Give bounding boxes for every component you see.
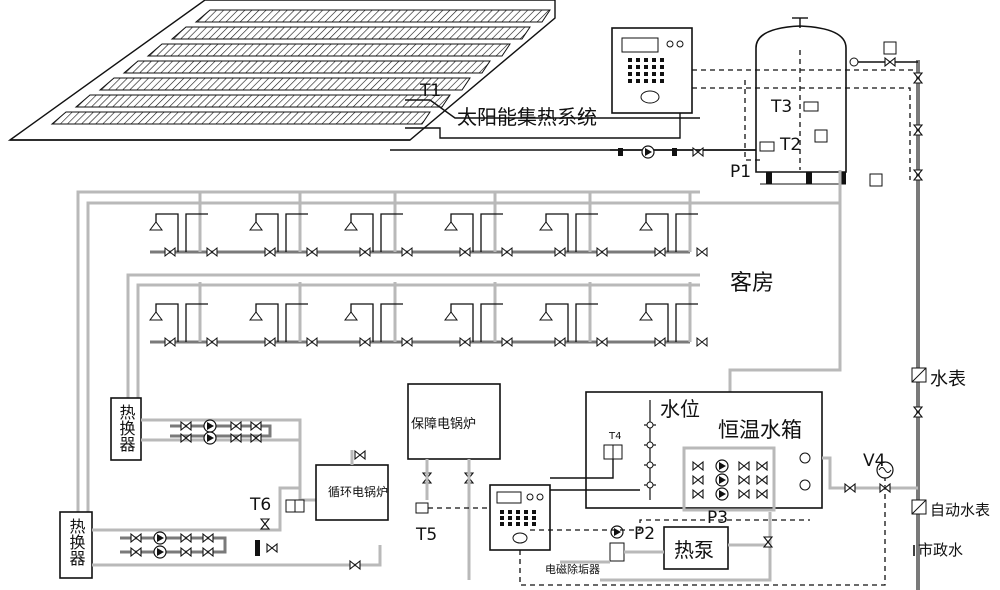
keypad-key (500, 522, 504, 526)
label-descaler: 电磁除垢器 (545, 562, 600, 576)
keypad-key (508, 510, 512, 514)
shower-unit (639, 282, 708, 348)
guest-room-distribution (76, 190, 708, 520)
pump-group-p3 (682, 446, 776, 512)
solar-panel-strip (50, 111, 431, 125)
keypad-key (660, 79, 664, 83)
sensor-t5 (415, 502, 490, 514)
label-t6: T6 (249, 495, 271, 515)
solar-panel-strip (98, 77, 471, 91)
backup-boiler (407, 383, 501, 580)
keypad-key (532, 522, 536, 526)
keypad-key (636, 72, 640, 76)
keypad-key (652, 79, 656, 83)
label-p1: P1 (730, 162, 751, 182)
keypad-key (532, 516, 536, 520)
label-v4: V4 (863, 451, 885, 471)
keypad-key (660, 65, 664, 69)
solar-panel-strip (74, 94, 451, 108)
shower-unit (539, 192, 608, 258)
keypad-key (532, 510, 536, 514)
keypad-key (644, 79, 648, 83)
keypad-key (636, 65, 640, 69)
keypad-key (524, 522, 528, 526)
lower-pump-group (92, 486, 382, 570)
label-constant-temp-tank: 恒温水箱 (718, 418, 802, 442)
keypad-key (628, 72, 632, 76)
label-water-meter: 水表 (930, 369, 966, 390)
shower-unit (444, 282, 513, 348)
system-controller (489, 484, 551, 551)
keypad-key (652, 65, 656, 69)
keypad-key (628, 79, 632, 83)
heat-pump (600, 512, 773, 582)
solar-collector-array (7, 0, 556, 141)
keypad-key (516, 522, 520, 526)
keypad-key (628, 58, 632, 62)
keypad-key (652, 58, 656, 62)
shower-unit (639, 192, 708, 258)
label-heat-pump: 热泵 (674, 538, 714, 562)
label-p3: P3 (707, 508, 728, 528)
shower-unit (344, 282, 413, 348)
solar-loop-pipes (390, 99, 760, 159)
keypad-key (644, 65, 648, 69)
solar-panel-strip (122, 60, 491, 74)
valve-v4 (822, 456, 918, 493)
heat-exchanger-lower: 热换器 (59, 511, 93, 579)
keypad-key (660, 72, 664, 76)
heat-exchanger-upper: 热换器 (110, 397, 142, 461)
keypad-key (524, 516, 528, 520)
label-t2: T2 (779, 135, 801, 155)
pump-p2 (560, 525, 664, 564)
constant-temperature-tank (550, 391, 823, 509)
solar-controller (611, 27, 693, 114)
label-p2: P2 (634, 524, 655, 544)
keypad-key (500, 516, 504, 520)
keypad-key (516, 510, 520, 514)
keypad-key (524, 510, 528, 514)
keypad-key (644, 72, 648, 76)
circulation-boiler (315, 450, 389, 521)
label-municipal-water: 市政水 (918, 541, 963, 559)
label-t5: T5 (415, 525, 437, 545)
label-t4: T4 (608, 431, 621, 442)
shower-unit (539, 282, 608, 348)
solar-panel-strip (170, 26, 531, 40)
shower-unit (149, 282, 218, 348)
cold-water-riser (858, 41, 927, 590)
keypad-key (644, 58, 648, 62)
label-t3: T3 (770, 97, 792, 117)
keypad-key (636, 79, 640, 83)
keypad-key (636, 58, 640, 62)
keypad-key (516, 516, 520, 520)
shower-unit (344, 192, 413, 258)
label-circulation-boiler: 循环电锅炉 (328, 484, 388, 499)
shower-unit (249, 282, 318, 348)
label-backup-boiler: 保障电锅炉 (411, 416, 476, 432)
keypad-key (628, 65, 632, 69)
label-t1: T1 (419, 81, 441, 101)
label-auto-water-meter: 自动水表 (930, 501, 990, 519)
keypad-key (500, 510, 504, 514)
shower-unit (444, 192, 513, 258)
label-solar-system: 太阳能集热系统 (457, 105, 597, 129)
solar-panel-strip (146, 43, 511, 57)
keypad-key (508, 522, 512, 526)
heat-exchanger-lower-label: 热换器 (67, 518, 86, 566)
shower-unit (149, 192, 218, 258)
label-guest-room: 客房 (730, 271, 774, 296)
label-water-level: 水位 (660, 397, 700, 421)
keypad-key (508, 516, 512, 520)
heat-exchanger-upper-label: 热换器 (117, 404, 136, 452)
shower-unit (249, 192, 318, 258)
sensor-t6 (260, 499, 305, 530)
keypad-key (652, 72, 656, 76)
keypad-key (660, 58, 664, 62)
solar-panel-strip (194, 9, 551, 23)
